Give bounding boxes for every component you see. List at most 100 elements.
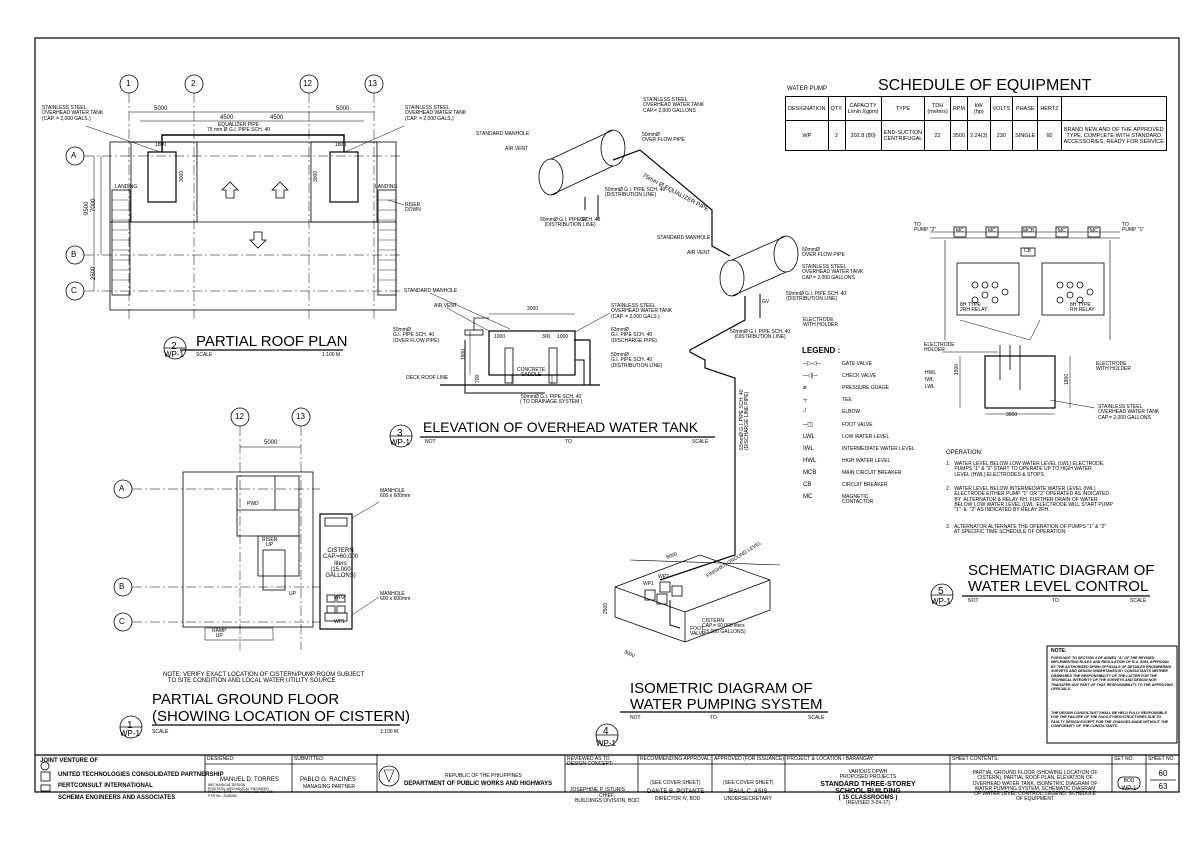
schedule-row: WP 2 302.8 (80) END-SUCTION CENTRIFUGAL …	[785, 120, 1167, 151]
legend-symbol: ─◁|─	[803, 373, 818, 380]
tb-reviewer-role: CHIEF, BUILDINGS DIVISION, BOD	[575, 793, 639, 805]
label-riser-up: RISER UP	[262, 537, 278, 549]
iso-label-dist2: 50mmØ G.I. PIPE SCH. 40 (DISTRIBUTION LI…	[540, 217, 601, 229]
schedule-cell: 2.24(3)	[967, 120, 991, 151]
schedule-header-cell: CAPACITY L/min./(gpm)	[844, 96, 882, 121]
legend-label: INTERMEDIATE WATER LEVEL	[842, 445, 915, 452]
tb-project-line-6: (REVISED 3-24-17)	[846, 800, 890, 807]
tb-approved-label: APPROVED (FOR ISSUANCE):	[714, 756, 786, 762]
schedule-heading: SCHEDULE OF EQUIPMENT	[878, 77, 1092, 94]
tb-approver-note: (SEE COVER SHEET)	[723, 780, 774, 786]
roof-plan-title: PARTIAL ROOF PLAN	[196, 333, 348, 350]
iso-label-wp1: WP1	[643, 581, 654, 587]
label-tank-right: STAINLESS STEEL OVERHEAD WATER TANK (CAP…	[405, 105, 467, 122]
tb-setno-label: SET NO.	[1114, 756, 1134, 762]
sch-label-to-pump1: TO PUMP "1"	[1122, 222, 1145, 234]
sch-title-2: WATER LEVEL CONTROL	[968, 578, 1149, 595]
legend-label: CHECK VALVE	[842, 373, 877, 380]
sch-mc-3: MC	[1058, 228, 1066, 234]
elev-label-tank: STAINLESS STEEL OVERHEAD WATER TANK (CAP…	[611, 303, 673, 320]
dim-tank-left-w: 1800	[155, 142, 167, 148]
schedule-cell: WP	[785, 120, 829, 151]
tb-project-line-1: VARIOUS DPWH	[848, 769, 888, 775]
tb-designer: MANUEL D. TORRES	[220, 777, 279, 783]
sch-relay-left: 8H TYPE 2RH RELAY	[960, 302, 988, 314]
schedule-subheading: WATER PUMP	[787, 86, 827, 92]
sch-iwl: IWL	[925, 377, 934, 383]
iso-not: NOT	[630, 715, 641, 721]
elev-label-discharge: 63mmØ G.I. PIPE SCH. 40 (DISCHARGE PIPE)	[611, 327, 657, 344]
gf-grid-row-c: C	[119, 617, 125, 626]
operation-step-1: 1. WATER LEVEL BELOW LOW WATER LEVEL (LW…	[946, 461, 1105, 478]
gf-note: NOTE: VERIFY EXACT LOCATION OF CISTERN/P…	[163, 672, 365, 685]
schedule-header-cell: TYPE	[880, 96, 926, 121]
iso-label-foot: FOOT VALVE	[690, 626, 706, 638]
tb-reviewed-label: REVIEWED AS TO DESIGN CONCEPT:	[567, 756, 613, 768]
tb-jv-label: JOINT VENTURE OF	[40, 758, 99, 764]
label-landing-right: LANDING	[375, 184, 398, 190]
legend-label: CIRCUIT BREAKER	[842, 482, 888, 488]
tb-project-line-3: STANDARD THREE-STOREY	[820, 780, 916, 788]
tb-submitter: PABLO G. RACINES	[300, 777, 356, 783]
schedule-cell: END-SUCTION CENTRIFUGAL	[880, 120, 926, 151]
elev-number: 3	[397, 428, 403, 439]
legend-symbol: MCB	[803, 469, 817, 476]
tb-designer-role: MECHANICAL DESIGN POSITION: MECHANICAL E…	[208, 783, 273, 799]
grid-row-c: C	[71, 286, 77, 295]
legend-label: GATE VALVE	[842, 361, 873, 367]
iso-number: 4	[603, 726, 609, 737]
gf-grid-row-b: B	[119, 582, 125, 591]
iso-dim-2500: 2500	[603, 602, 609, 614]
sch-lwl: LWL	[925, 384, 935, 390]
schedule-header-cell: VOLTS	[989, 96, 1014, 121]
grid-col-13: 13	[368, 79, 377, 88]
legend-label: PRESSURE GUAGE	[842, 385, 889, 392]
elev-dim-1800: 1800	[461, 348, 467, 360]
legend-symbol: ⌀	[803, 385, 807, 392]
label-equalizer-pipe: EQUALIZER PIPE 75 mm Ø G.I. PIPE SCH. 40	[207, 122, 271, 134]
iso-label-dist1: 50mmØ G.I. PIPE SCH. 40 (DISTRIBUTION LI…	[605, 187, 666, 199]
gf-title-1: PARTIAL GROUND FLOOR	[152, 691, 340, 708]
sch-hwl: HWL	[925, 370, 937, 376]
gf-dim-5000: 5000	[264, 440, 278, 446]
gf-sheet: WP-1	[120, 729, 140, 738]
iso-label-gv2: GV	[762, 299, 770, 305]
grid-col-2: 2	[191, 79, 196, 88]
tb-recommender-note: (SEE COVER SHEET)	[650, 780, 701, 786]
sch-tank: STAINLESS STEEL OVERHEAD WATER TANK CAP.…	[1098, 404, 1160, 421]
legend-symbol: LWL	[803, 433, 815, 440]
legend-label: MAGNETIC CONTACTOR	[842, 494, 874, 506]
sch-dim-3000: 3000	[1006, 412, 1018, 418]
iso-label-overflow1: 50mmØ OVER FLOW PIPE	[642, 132, 685, 144]
elev-dim-3000: 3000	[527, 306, 539, 312]
tb-approver-role: UNDERSECRETARY	[724, 796, 772, 802]
iso-label-discharge: 63mmØ G.I. PIPE SCH. 40 (DISCHARGE LINE …	[739, 389, 751, 450]
iso-to: TO	[710, 715, 717, 721]
tb-project-line-2: PROPOSED PROJECTS	[839, 774, 897, 781]
roof-plan-sheet: WP-1	[164, 350, 184, 359]
elev-sheet: WP-1	[390, 438, 410, 447]
tb-project-line-5: ( 15 CLASSROOMS )	[838, 795, 898, 802]
legend-label: FOOT VALVE	[842, 421, 873, 428]
elev-label-airvent: AIR VENT	[434, 303, 458, 309]
label-riser-down: RISER DOWN	[405, 202, 421, 214]
dim-4500-right: 4500	[270, 115, 284, 121]
elev-label-saddle: CONCRETE SADDLE	[517, 367, 546, 379]
sch-relay-right: 8H TYPE RH RELAY	[1070, 302, 1095, 314]
schedule-cell: 60	[1037, 120, 1062, 151]
sch-electrode-with: ELECTRODE WITH HOLDER	[1096, 361, 1131, 373]
dim-tank-left-h: 3000	[179, 170, 185, 182]
tb-recommending-label: RECOMMENDING APPROVAL:	[640, 756, 712, 762]
tb-project-block: VARIOUS DPWH PROPOSED PROJECTS STANDARD …	[787, 769, 949, 807]
sch-scale: SCALE	[1130, 598, 1147, 604]
legend-label: MAIN CIRCUIT BREAKER	[842, 469, 902, 476]
tb-contents: PARTIAL GROUND FLOOR (SHOWING LOCATION O…	[972, 770, 1098, 803]
iso-label-manhole2: STANDARD MANHOLE	[657, 235, 711, 241]
elev-not: NOT	[425, 439, 436, 445]
sch-label-to-pump2: TO PUMP "2"	[914, 222, 937, 234]
tb-reviewer: JOSEPHINE P. ISTURIS	[570, 787, 625, 793]
legend-label: HIGH WATER LEVEL	[842, 457, 891, 464]
gf-scale-label: SCALE	[152, 729, 169, 735]
gf-grid-col-13: 13	[296, 412, 305, 421]
